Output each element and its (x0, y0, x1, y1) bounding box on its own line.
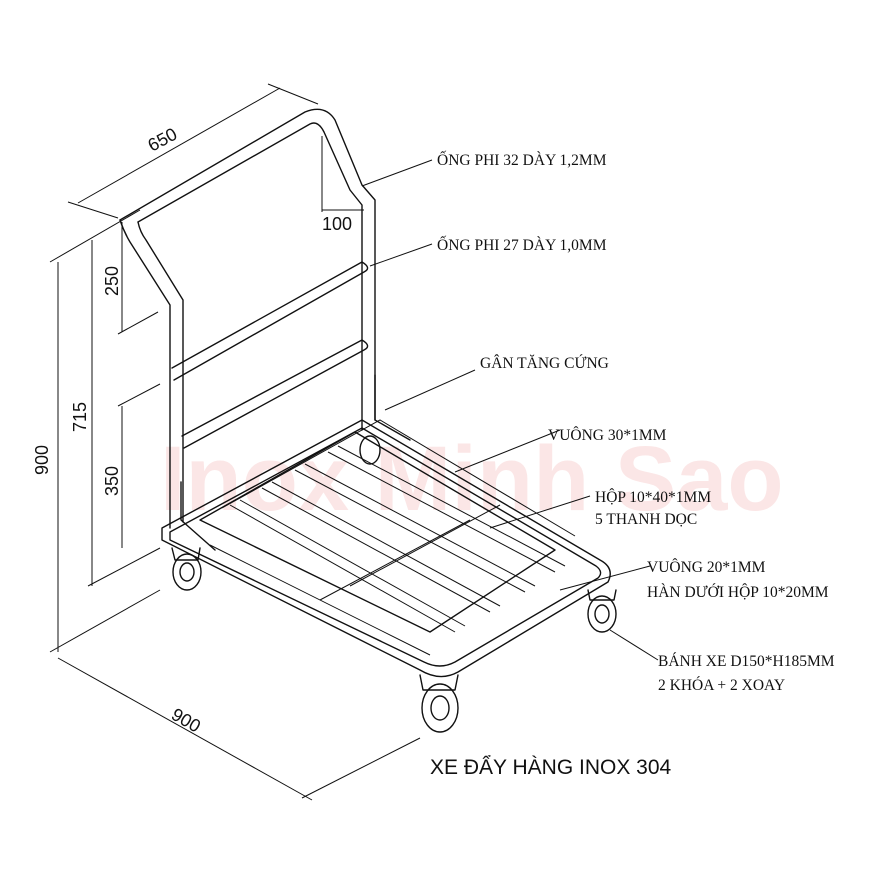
note-box-profile: HỘP 10*40*1MM (595, 489, 711, 506)
dim-lower-gap: 350 (102, 466, 122, 496)
note-wheel-type: 2 KHÓA + 2 XOAY (658, 677, 785, 694)
drawing-title: XE ĐẨY HÀNG INOX 304 (430, 756, 672, 779)
note-wheel: BÁNH XE D150*H185MM (658, 653, 835, 670)
caster-front-right (419, 674, 459, 733)
note-square-20-weld: HÀN DƯỚI HỘP 10*20MM (647, 584, 829, 601)
dim-top-width: 650 (144, 124, 180, 156)
dim-upper-gap: 250 (102, 266, 122, 296)
dimension-lines (49, 83, 421, 801)
note-square-30: VUÔNG 30*1MM (548, 427, 667, 444)
dim-handle-offset: 100 (322, 214, 352, 234)
caster-rear-right (587, 589, 617, 633)
dim-length: 900 (168, 704, 204, 736)
dim-platform-height: 715 (70, 402, 90, 432)
caster-front-left (171, 547, 202, 591)
trolley-frame (119, 108, 617, 733)
dim-total-height: 900 (32, 445, 52, 475)
note-cross-tube: ỐNG PHI 27 DÀY 1,0MM (437, 236, 607, 254)
caster-rear-left (359, 435, 381, 465)
note-square-20: VUÔNG 20*1MM (647, 559, 766, 576)
note-handle-tube: ỐNG PHI 32 DÀY 1,2MM (437, 151, 607, 169)
note-box-profile-count: 5 THANH DỌC (595, 511, 697, 528)
leader-lines (361, 159, 659, 661)
note-gusset: GÂN TĂNG CỨNG (480, 355, 609, 372)
